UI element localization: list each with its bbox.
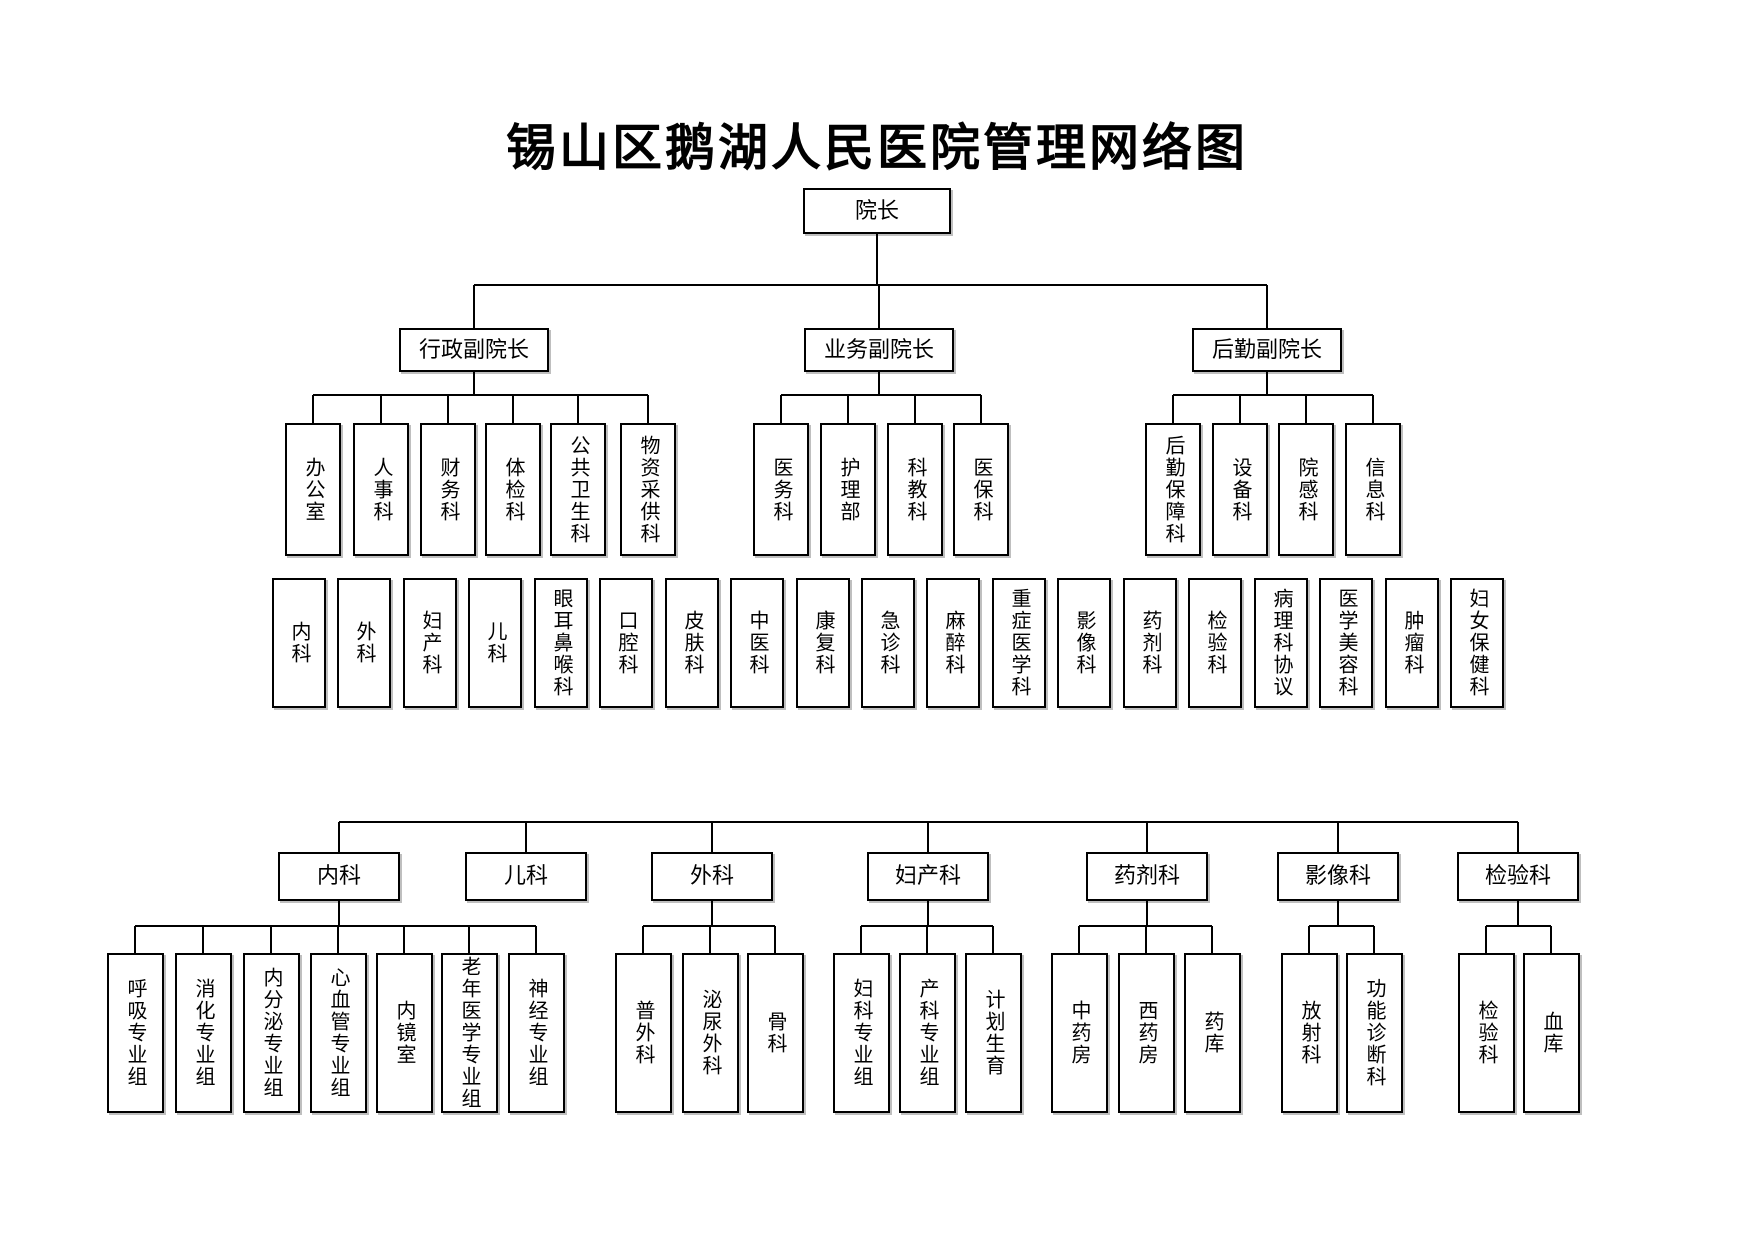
org-node-subgroup: 中药房: [1050, 953, 1108, 1113]
org-node-clinical-department: 病理科协议: [1254, 578, 1308, 708]
org-node-subgroup: 神经专业组: [507, 953, 565, 1113]
org-node-clinical-department: 外科: [337, 578, 391, 708]
org-node-vice-director: 后勤副院长: [1192, 328, 1342, 372]
org-node-clinical-department: 检验科: [1188, 578, 1242, 708]
org-node-subgroup: 检验科: [1457, 953, 1515, 1113]
org-node-clinical-department: 儿科: [468, 578, 522, 708]
org-node-section-head: 药剂科: [1086, 852, 1208, 901]
org-node-clinical-department: 重症医学科: [992, 578, 1046, 708]
org-node-clinical-department: 药剂科: [1123, 578, 1177, 708]
org-node-subgroup: 妇科专业组: [832, 953, 890, 1113]
org-node-department: 财务科: [420, 423, 476, 556]
org-node-subgroup: 计划生育: [964, 953, 1022, 1113]
org-node-department: 科教科: [887, 423, 943, 556]
org-node-subgroup: 产科专业组: [898, 953, 956, 1113]
org-node-subgroup: 放射科: [1280, 953, 1338, 1113]
org-node-vice-director: 业务副院长: [804, 328, 954, 372]
org-node-subgroup: 药库: [1183, 953, 1241, 1113]
org-node-section-head: 检验科: [1457, 852, 1579, 901]
org-node-section-head: 外科: [651, 852, 773, 901]
org-node-director: 院长: [803, 188, 951, 234]
org-node-vice-director: 行政副院长: [399, 328, 549, 372]
org-node-department: 后勤保障科: [1145, 423, 1201, 556]
org-node-clinical-department: 口腔科: [599, 578, 653, 708]
org-node-clinical-department: 内科: [272, 578, 326, 708]
org-node-department: 设备科: [1212, 423, 1268, 556]
org-node-clinical-department: 眼耳鼻喉科: [534, 578, 588, 708]
org-node-department: 院感科: [1278, 423, 1334, 556]
org-node-clinical-department: 急诊科: [861, 578, 915, 708]
org-node-subgroup: 泌尿外科: [681, 953, 739, 1113]
org-node-department: 物资采供科: [620, 423, 676, 556]
org-node-subgroup: 消化专业组: [174, 953, 232, 1113]
org-node-clinical-department: 妇女保健科: [1450, 578, 1504, 708]
org-node-department: 医务科: [753, 423, 809, 556]
org-node-subgroup: 骨科: [746, 953, 804, 1113]
org-node-clinical-department: 影像科: [1057, 578, 1111, 708]
org-node-section-head: 妇产科: [867, 852, 989, 901]
org-node-department: 医保科: [953, 423, 1009, 556]
org-node-department: 人事科: [353, 423, 409, 556]
org-node-clinical-department: 肿瘤科: [1385, 578, 1439, 708]
org-node-subgroup: 西药房: [1117, 953, 1175, 1113]
org-node-clinical-department: 康复科: [796, 578, 850, 708]
org-node-subgroup: 血库: [1522, 953, 1580, 1113]
org-node-subgroup: 内镜室: [375, 953, 433, 1113]
org-node-department: 信息科: [1345, 423, 1401, 556]
org-node-subgroup: 内分泌专业组: [242, 953, 300, 1113]
org-node-department: 护理部: [820, 423, 876, 556]
org-node-clinical-department: 皮肤科: [665, 578, 719, 708]
org-node-clinical-department: 麻醉科: [926, 578, 980, 708]
org-node-subgroup: 老年医学专业组: [440, 953, 498, 1113]
org-node-section-head: 内科: [278, 852, 400, 901]
org-node-section-head: 影像科: [1277, 852, 1399, 901]
org-node-subgroup: 普外科: [614, 953, 672, 1113]
page-title: 锡山区鹅湖人民医院管理网络图: [506, 120, 1248, 176]
org-node-subgroup: 呼吸专业组: [106, 953, 164, 1113]
org-node-clinical-department: 中医科: [730, 578, 784, 708]
org-node-department: 办公室: [285, 423, 341, 556]
org-node-subgroup: 功能诊断科: [1345, 953, 1403, 1113]
org-node-department: 体检科: [485, 423, 541, 556]
org-node-subgroup: 心血管专业组: [309, 953, 367, 1113]
org-node-section-head: 儿科: [465, 852, 587, 901]
org-node-department: 公共卫生科: [550, 423, 606, 556]
org-node-clinical-department: 医学美容科: [1319, 578, 1373, 708]
org-node-clinical-department: 妇产科: [403, 578, 457, 708]
